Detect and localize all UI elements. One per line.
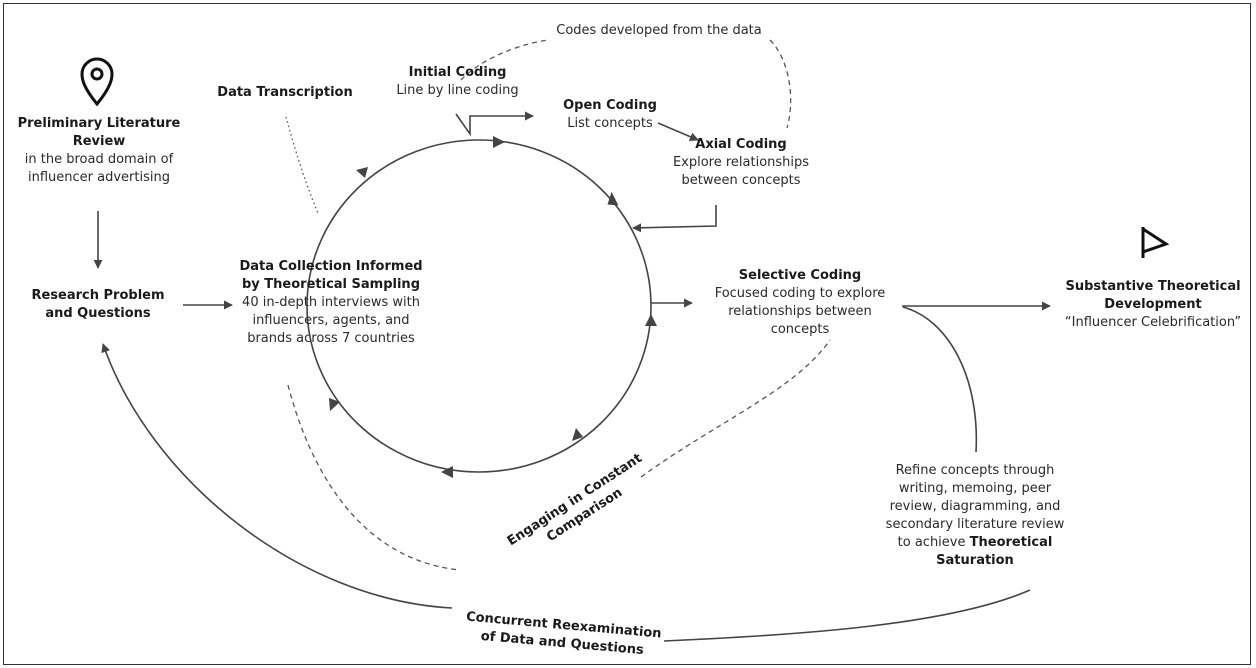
open-coding-title: Open Coding bbox=[563, 98, 657, 113]
reexamination-curve-left bbox=[101, 343, 453, 609]
data-collection-node: Data Collection Informed by Theoretical … bbox=[233, 258, 429, 348]
data-transcription-title: Data Transcription bbox=[217, 85, 353, 100]
initial-coding-node: Initial Coding Line by line coding bbox=[380, 64, 535, 100]
research-problem-node: Research Problem and Questions bbox=[18, 287, 178, 323]
axial-coding-node: Axial Coding Explore relationships betwe… bbox=[658, 136, 824, 190]
arrow-initial-to-open bbox=[455, 111, 534, 137]
axial-coding-title: Axial Coding bbox=[695, 137, 787, 152]
research-problem-title-1: Research Problem bbox=[31, 288, 165, 303]
reexamination-curve-right bbox=[663, 589, 1031, 642]
refine-line-1: Refine concepts through bbox=[895, 463, 1055, 478]
codes-dashed-arc bbox=[460, 39, 792, 129]
codes-note: Codes developed from the data bbox=[548, 22, 770, 40]
refine-line-6: Saturation bbox=[936, 553, 1014, 568]
refine-line-4: secondary literature review bbox=[885, 517, 1065, 532]
selective-coding-desc-2: relationships between bbox=[728, 304, 872, 319]
data-collection-desc-1: 40 in-depth interviews with bbox=[242, 295, 420, 310]
location-pin-icon bbox=[80, 57, 114, 107]
refine-line-5-bold: Theoretical bbox=[969, 535, 1053, 550]
initial-coding-desc: Line by line coding bbox=[396, 83, 519, 98]
selective-coding-title: Selective Coding bbox=[738, 268, 862, 283]
diagram-frame bbox=[3, 3, 1251, 665]
lit-review-desc-2: influencer advertising bbox=[28, 170, 170, 185]
flag-icon bbox=[1141, 227, 1170, 258]
axial-coding-desc-2: between concepts bbox=[681, 173, 801, 188]
data-collection-desc-3: brands across 7 countries bbox=[247, 331, 415, 346]
lit-review-desc-1: in the broad domain of bbox=[24, 152, 174, 167]
open-coding-node: Open Coding List concepts bbox=[545, 97, 675, 133]
axial-coding-desc-1: Explore relationships bbox=[672, 155, 810, 170]
refine-curve bbox=[902, 306, 978, 453]
codes-note-text: Codes developed from the data bbox=[556, 23, 762, 38]
selective-coding-desc-1: Focused coding to explore bbox=[714, 286, 886, 301]
refine-node: Refine concepts through writing, memoing… bbox=[868, 462, 1082, 570]
selective-coding-node: Selective Coding Focused coding to explo… bbox=[702, 267, 898, 339]
lit-review-title-1: Preliminary Literature bbox=[17, 116, 181, 131]
arrow-axial-to-circle bbox=[632, 205, 717, 233]
lit-review-title-2: Review bbox=[72, 134, 126, 149]
substantive-title-2: Development bbox=[1104, 297, 1202, 312]
coding-cycle-circle bbox=[306, 139, 652, 473]
lit-review-node: Preliminary Literature Review in the bro… bbox=[10, 115, 188, 187]
substantive-node: Substantive Theoretical Development “Inf… bbox=[1053, 278, 1253, 332]
substantive-desc: “Influencer Celebrification” bbox=[1064, 315, 1242, 330]
data-collection-desc-2: influencers, agents, and bbox=[252, 313, 410, 328]
initial-coding-title: Initial Coding bbox=[408, 65, 507, 80]
constant-comparison-dashed-right bbox=[640, 339, 831, 478]
substantive-title-1: Substantive Theoretical bbox=[1065, 279, 1241, 294]
transcription-dotted-line bbox=[285, 116, 319, 214]
refine-line-2: writing, memoing, peer bbox=[898, 481, 1052, 496]
arrow-open-to-axial bbox=[657, 122, 699, 141]
open-coding-desc: List concepts bbox=[567, 116, 653, 131]
refine-line-5-prefix: to achieve bbox=[897, 535, 970, 550]
research-problem-title-2: and Questions bbox=[45, 306, 151, 321]
data-collection-title-2: by Theoretical Sampling bbox=[242, 277, 420, 292]
selective-coding-desc-3: concepts bbox=[770, 322, 830, 337]
data-transcription-node: Data Transcription bbox=[205, 84, 365, 102]
refine-line-5: to achieve Theoretical bbox=[868, 534, 1082, 552]
refine-line-3: review, diagramming, and bbox=[889, 499, 1061, 514]
constant-comparison-dashed-left bbox=[287, 384, 461, 571]
data-collection-title-1: Data Collection Informed bbox=[239, 259, 423, 274]
cycle-arrowheads bbox=[329, 136, 657, 478]
